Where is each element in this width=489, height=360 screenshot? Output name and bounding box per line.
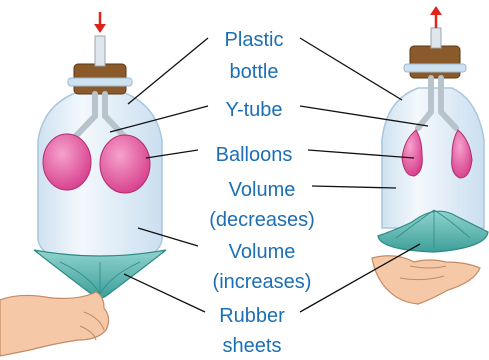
labels: Plastic bottle Y-tube Balloons Volume (d…	[209, 29, 315, 357]
right-tube-top	[431, 28, 441, 48]
left-tube-top	[95, 36, 105, 66]
label-volume-increases-line1: Volume	[229, 241, 296, 263]
left-bottle-model	[0, 12, 166, 356]
label-balloons: Balloons	[216, 144, 293, 166]
right-arrow-up-icon	[430, 6, 442, 28]
label-rubber-sheets-line2: sheets	[223, 335, 282, 357]
left-balloon-left	[43, 134, 91, 190]
leader-plastic-bottle-left	[128, 38, 208, 104]
leader-rubber-sheets-left	[124, 274, 205, 312]
left-hand	[0, 292, 109, 356]
left-arrow-down-icon	[94, 12, 106, 33]
label-volume-decreases-line2: (decreases)	[209, 209, 315, 231]
right-cork	[410, 46, 460, 78]
right-hand	[372, 256, 480, 304]
label-y-tube: Y-tube	[225, 99, 282, 121]
label-volume-increases-line2: (increases)	[213, 271, 312, 293]
label-volume-decreases-line1: Volume	[229, 179, 296, 201]
leader-plastic-bottle-right	[300, 38, 402, 100]
right-bottle-model	[372, 6, 488, 304]
left-balloon-right	[100, 135, 150, 193]
label-plastic-bottle-line1: Plastic	[225, 29, 284, 51]
label-plastic-bottle-line2: bottle	[230, 61, 279, 83]
label-rubber-sheets-line1: Rubber	[219, 305, 285, 327]
